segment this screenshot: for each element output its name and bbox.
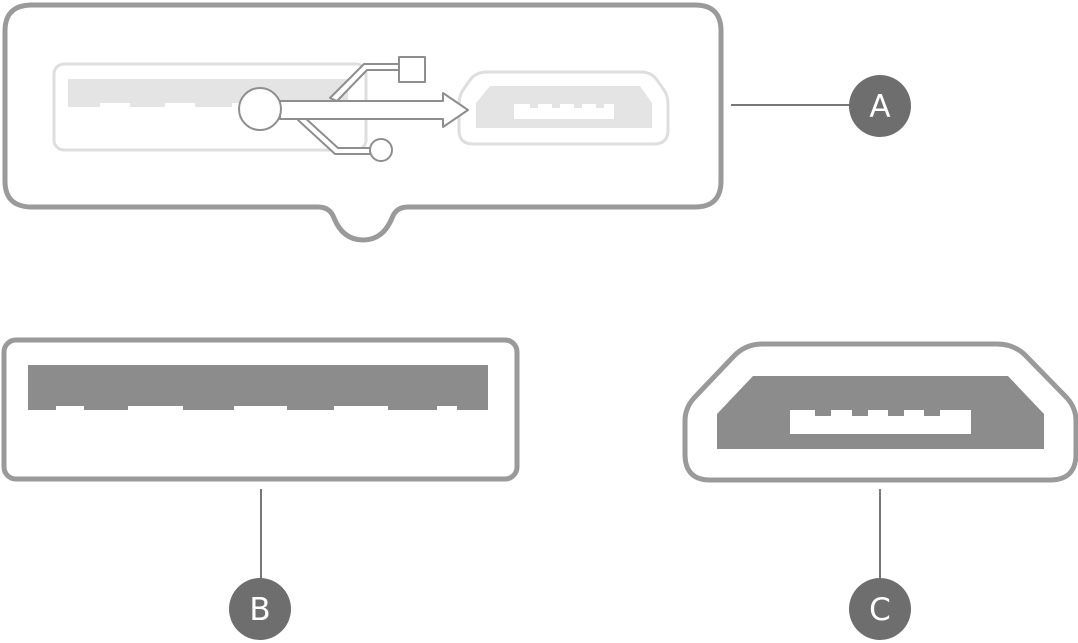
callout-label-b: B xyxy=(249,592,270,628)
micro-usb-contacts xyxy=(815,410,940,416)
micro-usb-port xyxy=(682,341,1078,483)
callout-c: C xyxy=(849,578,911,640)
usb-a-port xyxy=(1,337,520,482)
callout-badge-c xyxy=(849,578,911,640)
callout-badge-a xyxy=(849,75,911,137)
usb-symbol-icon xyxy=(238,56,469,162)
callout-a: A xyxy=(849,75,911,137)
callout-badge-b xyxy=(229,578,291,640)
faded-micro-usb-port xyxy=(457,70,670,146)
callout-label-a: A xyxy=(869,89,890,125)
usb-a-contact-gaps xyxy=(56,406,457,412)
callout-label-c: C xyxy=(869,592,891,628)
usb-a-contact-block xyxy=(28,365,488,410)
callout-b: B xyxy=(229,578,291,640)
usb-icon-bubble xyxy=(2,2,724,243)
